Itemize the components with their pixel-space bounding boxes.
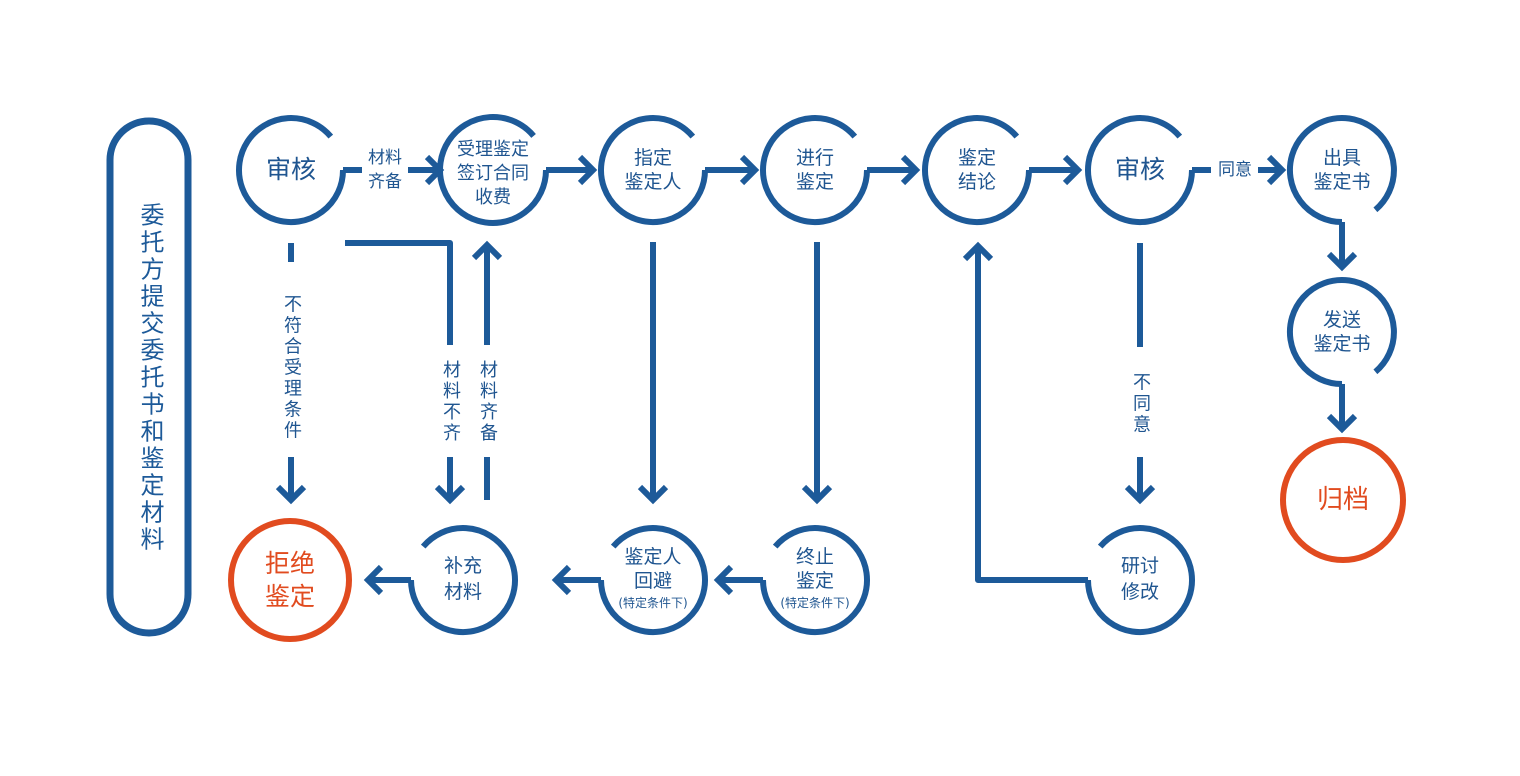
edge-discuss-to-conclusion-line [975,247,1088,583]
arrowhead-right [424,154,445,186]
node-issue-text-1: 出具 [1322,147,1362,169]
edge-review-to-accept-text-1: 材料 [368,148,402,168]
node-reject-label: 拒绝 鉴定 [265,547,315,613]
node-assign-label: 指定 鉴定人 [624,146,681,194]
node-send-text-2: 鉴定书 [1313,333,1371,355]
node-accept-text-2: 签订合同 [457,163,529,184]
node-conduct-text-2: 鉴定 [795,171,835,193]
edge-review-to-accept-label: 材料 齐备 [368,146,402,194]
edge-supplement-to-accept-label: 材料齐备 [477,360,498,444]
arrowhead-up [471,240,503,261]
node-issue-label: 出具 鉴定书 [1313,146,1370,194]
node-accept-circle [437,114,549,226]
edge-review-to-accept-text-2: 齐备 [368,172,402,192]
arrowhead-right [1266,154,1287,186]
node-archive-label: 归档 [1317,485,1369,515]
node-supplement-text-2: 材料 [443,581,483,603]
arrowhead-down [1326,251,1358,272]
node-recusal-text-2: 回避 [633,570,672,592]
node-terminate-text-2: 鉴定 [795,570,834,592]
node-terminate-circle [760,525,870,636]
node-terminate-text-1: 终止 [795,546,834,568]
start-pill [106,117,192,637]
arrowhead-down [1326,413,1358,434]
node-discuss-text-1: 研讨 [1120,555,1160,577]
node-archive-text: 归档 [1316,485,1370,515]
node-supplement-text-1: 补充 [443,555,483,577]
node-conclusion-text-2: 结论 [957,171,997,193]
node-send-label: 发送 鉴定书 [1313,308,1370,356]
arrowhead-right [1062,154,1083,186]
edge-review-to-reject-label: 不符合受理条件 [281,294,302,442]
node-supplement-label: 补充 材料 [444,553,482,605]
node-terminate-label: 终止 鉴定 (特定条件下) [780,545,849,613]
node-archive-circle [1280,437,1406,563]
node-assign-text-1: 指定 [633,147,673,169]
node-recusal-text-1: 鉴定人 [624,546,682,568]
arrowhead-down [434,484,466,505]
node-supplement-circle [408,525,518,636]
node-review-2-text: 审核 [1114,155,1166,184]
node-accept-label: 受理鉴定 签订合同 收费 [457,138,529,210]
node-conduct-circle [760,115,870,226]
node-discuss-circle [1085,525,1195,636]
node-assign-circle [598,115,708,226]
arrowhead-left [713,564,734,596]
node-review-1-circle [236,115,346,226]
start-label: 委托方提交委托书和鉴定材料 [136,202,164,554]
arrowhead-down [1124,484,1156,505]
arrowhead-left [363,564,384,596]
edge-accept-to-supplement-line-a [345,240,453,345]
node-conclusion-label: 鉴定 结论 [958,146,996,194]
node-reject-text-1: 拒绝 [264,549,316,578]
edge-accept-to-supplement-label: 材料不齐 [440,360,461,444]
node-review-1-label: 审核 [266,155,316,185]
node-recusal-label: 鉴定人 回避 (特定条件下) [618,545,687,613]
node-conduct-label: 进行 鉴定 [796,146,834,194]
node-recusal-circle [598,525,708,636]
node-accept-text-1: 受理鉴定 [457,139,529,160]
node-review-2-circle [1085,115,1195,226]
node-assign-text-2: 鉴定人 [624,171,682,193]
node-send-text-1: 发送 [1322,309,1362,331]
arrowhead-up [962,241,994,262]
node-reject-circle [228,518,352,642]
arrowhead-down [801,484,833,505]
node-issue-circle [1286,115,1397,225]
node-issue-text-2: 鉴定书 [1313,171,1371,193]
arrowhead-down [637,484,669,505]
node-send-circle [1286,277,1397,387]
arrowhead-left [551,564,572,596]
node-review-1-text: 审核 [265,155,317,184]
node-discuss-label: 研讨 修改 [1121,553,1159,605]
edge-review-to-issue-label: 同意 [1218,160,1252,180]
node-terminate-note: (特定条件下) [780,596,850,610]
arrowhead-right [577,154,598,186]
arrowhead-right [900,154,921,186]
node-reject-text-2: 鉴定 [264,582,316,611]
node-discuss-text-2: 修改 [1120,581,1160,603]
node-accept-text-3: 收费 [475,187,511,208]
node-recusal-note: (特定条件下) [618,596,688,610]
arrowhead-right [739,154,760,186]
node-conclusion-circle [922,115,1032,226]
node-conclusion-text-1: 鉴定 [957,147,997,169]
node-review-2-label: 审核 [1115,155,1165,185]
arrowhead-down [275,484,307,505]
node-conduct-text-1: 进行 [795,147,835,169]
edge-review-to-discuss-label: 不同意 [1130,372,1151,436]
